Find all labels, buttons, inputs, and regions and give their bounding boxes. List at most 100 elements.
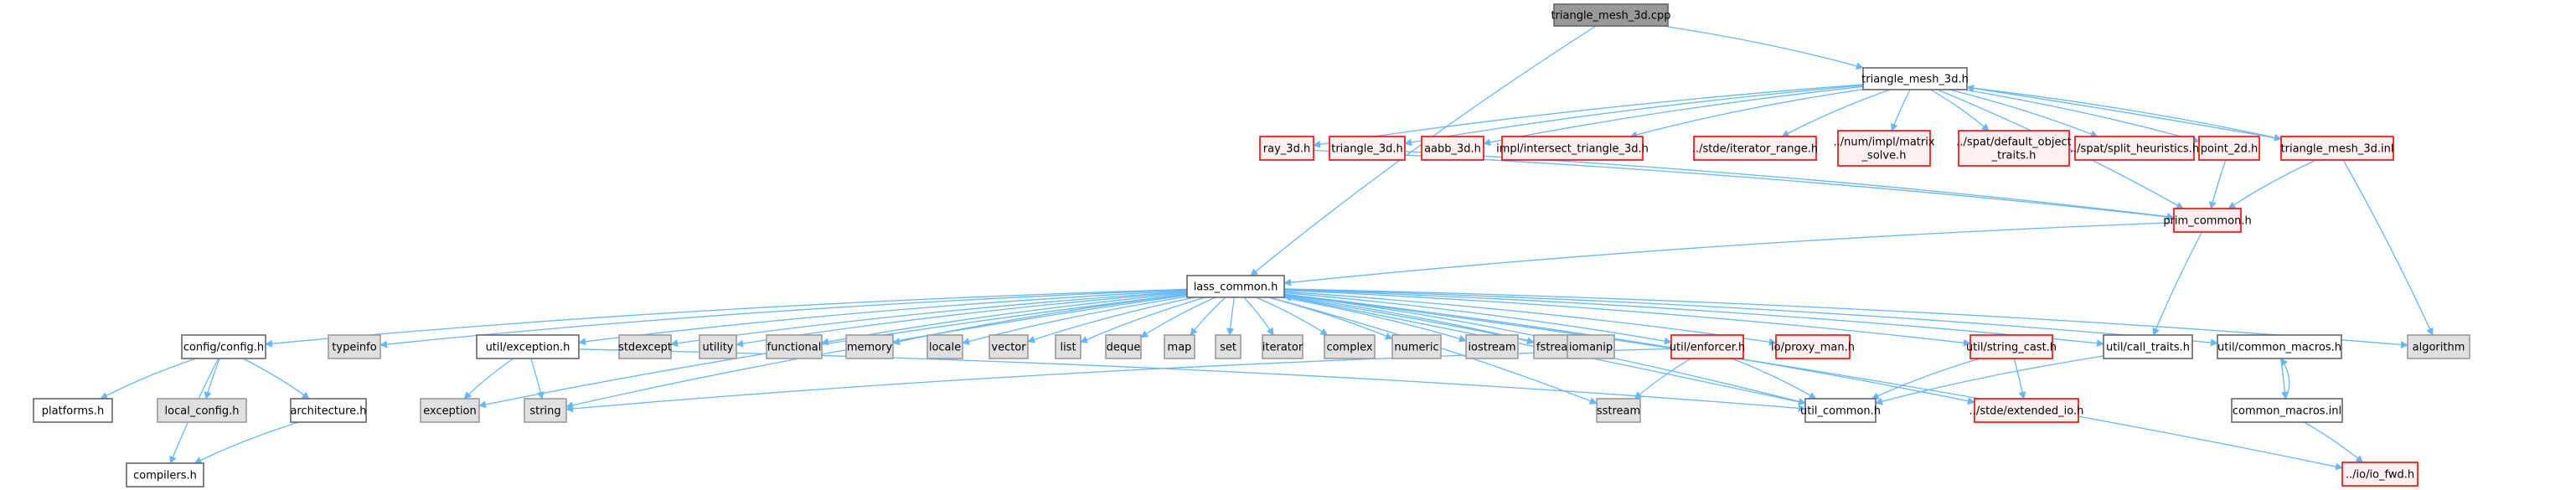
node-io-fwd-h[interactable]: ../io/io_fwd.h	[2341, 462, 2419, 487]
node-triangle-3d-h[interactable]: triangle_3d.h	[1329, 136, 1406, 161]
node-box[interactable]	[618, 334, 672, 359]
node-intersect-triangle-3d-h[interactable]: impl/intersect_triangle_3d.h	[1496, 136, 1649, 161]
node-platforms-h[interactable]: platforms.h	[33, 398, 113, 423]
node-sstream[interactable]: sstream	[1596, 398, 1641, 423]
node-box[interactable]	[2103, 334, 2193, 359]
node-box[interactable]	[845, 334, 894, 359]
node-util-common-h[interactable]: util_common.h	[1800, 398, 1881, 423]
edge-triangle-mesh-3d-h-to-triangle-mesh-3d-inl	[1966, 86, 2282, 142]
node-box[interactable]	[2407, 334, 2470, 359]
node-prim-common-h[interactable]: prim_common.h	[2163, 208, 2252, 233]
node-point-2d-h[interactable]: point_2d.h	[2198, 136, 2260, 161]
node-box[interactable]	[1974, 398, 2079, 423]
node-stdexcept[interactable]: stdexcept	[618, 334, 672, 359]
node-box[interactable]	[2074, 136, 2195, 161]
node-iostream[interactable]: iostream	[1465, 334, 1519, 359]
node-local-config-h[interactable]: local_config.h	[157, 398, 247, 423]
node-box[interactable]	[1804, 398, 1877, 423]
node-triangle-mesh-3d-inl[interactable]: triangle_mesh_3d.inl	[2280, 136, 2394, 161]
node-box[interactable]	[181, 334, 266, 359]
node-box[interactable]	[420, 398, 480, 423]
node-box[interactable]	[1164, 334, 1195, 359]
node-box[interactable]	[1670, 334, 1744, 359]
node-vector[interactable]: vector	[989, 334, 1029, 359]
node-box[interactable]	[33, 398, 113, 423]
node-box[interactable]	[1693, 136, 1817, 161]
node-ray-3d-h[interactable]: ray_3d.h	[1259, 136, 1314, 161]
node-box[interactable]	[328, 334, 381, 359]
node-lass-common-h[interactable]: lass_common.h	[1186, 275, 1285, 298]
node-iterator-range-h[interactable]: ../stde/iterator_range.h	[1692, 136, 1818, 161]
node-config-config-h[interactable]: config/config.h	[181, 334, 266, 359]
node-matrix-solve-h[interactable]: ../num/impl/matrix_solve.h	[1833, 130, 1935, 167]
node-typeinfo[interactable]: typeinfo	[328, 334, 381, 359]
node-box[interactable]	[927, 334, 963, 359]
node-locale[interactable]: locale	[927, 334, 963, 359]
node-box[interactable]	[1596, 398, 1641, 423]
node-box[interactable]	[2198, 136, 2260, 161]
node-box[interactable]	[1837, 130, 1931, 167]
node-box[interactable]	[1969, 334, 2053, 359]
node-box[interactable]	[2173, 208, 2242, 233]
node-default-object-traits-h[interactable]: ../spat/default_object_traits.h	[1956, 130, 2072, 167]
node-functional[interactable]: functional	[766, 334, 823, 359]
node-box[interactable]	[1567, 334, 1615, 359]
node-box[interactable]	[1329, 136, 1406, 161]
node-box[interactable]	[1391, 334, 1442, 359]
node-exception[interactable]: exception	[420, 398, 480, 423]
node-memory[interactable]: memory	[845, 334, 894, 359]
node-util-call-traits-h[interactable]: util/call_traits.h	[2103, 334, 2193, 359]
node-iomanip[interactable]: iomanip	[1567, 334, 1615, 359]
node-aabb-3d-h[interactable]: aabb_3d.h	[1421, 136, 1484, 161]
node-box[interactable]	[989, 334, 1029, 359]
node-box[interactable]	[290, 398, 367, 423]
node-triangle-mesh-3d-cpp[interactable]: triangle_mesh_3d.cpp	[1551, 3, 1671, 27]
node-set[interactable]: set	[1215, 334, 1242, 359]
node-box[interactable]	[157, 398, 247, 423]
node-box[interactable]	[1421, 136, 1484, 161]
node-box[interactable]	[1186, 275, 1285, 298]
node-box[interactable]	[126, 462, 204, 487]
node-box[interactable]	[1553, 3, 1669, 27]
node-map[interactable]: map	[1164, 334, 1195, 359]
node-box[interactable]	[2231, 398, 2343, 423]
node-box[interactable]	[1055, 334, 1082, 359]
node-box[interactable]	[1262, 334, 1303, 359]
node-common-macros-inl[interactable]: common_macros.inl	[2231, 398, 2343, 423]
node-box[interactable]	[1775, 334, 1851, 359]
node-compilers-h[interactable]: compilers.h	[126, 462, 204, 487]
node-box[interactable]	[766, 334, 823, 359]
node-box[interactable]	[1215, 334, 1242, 359]
node-string[interactable]: string	[524, 398, 567, 423]
node-numeric[interactable]: numeric	[1391, 334, 1442, 359]
node-list[interactable]: list	[1055, 334, 1082, 359]
node-box[interactable]	[1465, 334, 1519, 359]
node-triangle-mesh-3d-h[interactable]: triangle_mesh_3d.h	[1861, 67, 1969, 90]
node-label: algorithm	[2413, 342, 2465, 354]
node-box[interactable]	[699, 334, 737, 359]
node-box[interactable]	[476, 334, 580, 359]
node-box[interactable]	[1259, 136, 1314, 161]
node-algorithm[interactable]: algorithm	[2407, 334, 2470, 359]
node-io-proxy-man-h[interactable]: io/proxy_man.h	[1771, 334, 1855, 359]
node-complex[interactable]: complex	[1324, 334, 1376, 359]
node-box[interactable]	[2280, 136, 2394, 161]
node-split-heuristics-h[interactable]: ../spat/split_heuristics.h	[2070, 136, 2199, 161]
node-util-exception-h[interactable]: util/exception.h	[476, 334, 580, 359]
node-util-common-macros-h[interactable]: util/common_macros.h	[2217, 334, 2342, 359]
node-box[interactable]	[524, 398, 567, 423]
node-utility[interactable]: utility	[699, 334, 737, 359]
node-box[interactable]	[1324, 334, 1376, 359]
node-util-string-cast-h[interactable]: util/string_cast.h	[1966, 334, 2057, 359]
node-iterator[interactable]: iterator	[1262, 334, 1303, 359]
node-box[interactable]	[2341, 462, 2419, 487]
node-box[interactable]	[1501, 136, 1644, 161]
node-extended-io-h[interactable]: ../stde/extended_io.h	[1969, 398, 2084, 423]
node-box[interactable]	[1958, 130, 2070, 167]
node-box[interactable]	[1105, 334, 1142, 359]
node-architecture-h[interactable]: architecture.h	[290, 398, 367, 423]
node-deque[interactable]: deque	[1105, 334, 1142, 359]
node-util-enforcer-h[interactable]: util/enforcer.h	[1670, 334, 1745, 359]
node-box[interactable]	[2217, 334, 2342, 359]
node-box[interactable]	[1862, 67, 1968, 90]
